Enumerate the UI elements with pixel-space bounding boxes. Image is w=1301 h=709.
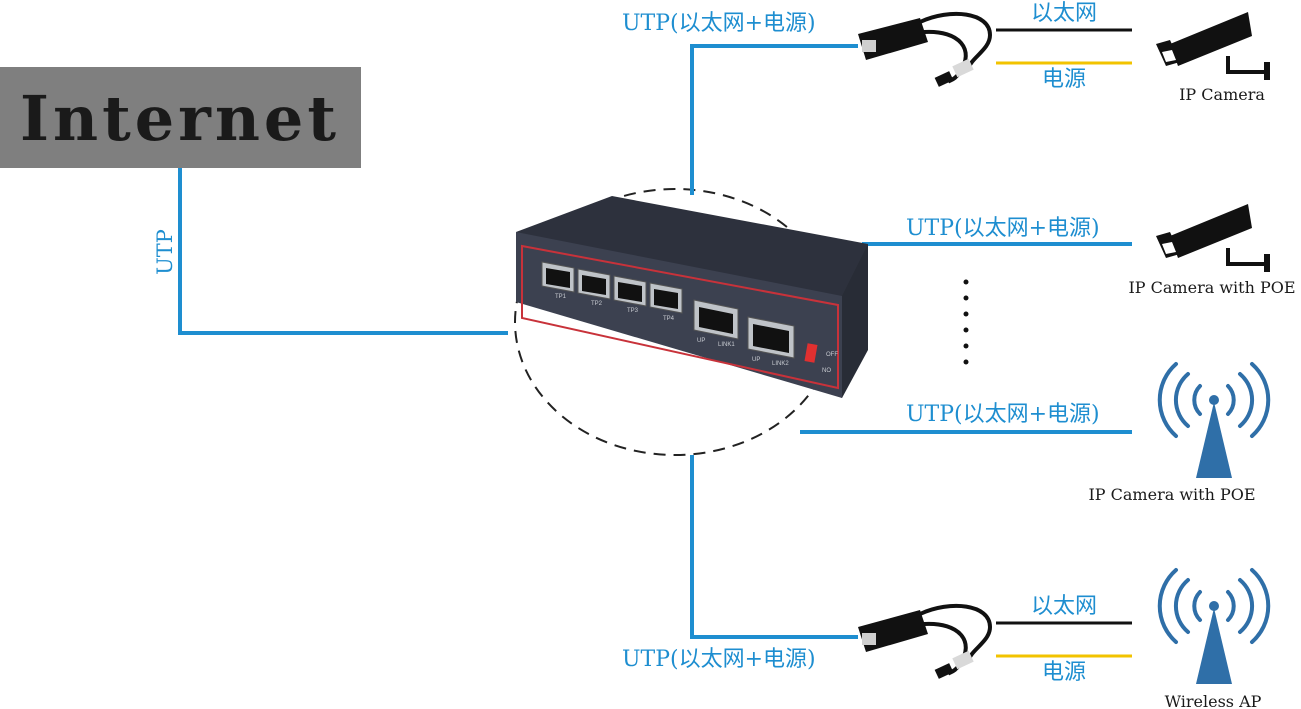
bottom-power-label: 电源 <box>1042 660 1086 685</box>
top-cable-label: UTP(以太网+电源) <box>622 11 816 36</box>
port-label-tp2: TP2 <box>591 301 603 307</box>
ap-poe-label: IP Camera with POE <box>1088 485 1255 504</box>
poe-splitter-icon <box>858 603 993 679</box>
port-label-link1: LINK1 <box>718 342 735 348</box>
top-power-label: 电源 <box>1042 67 1086 92</box>
more-ports-dots <box>963 279 969 365</box>
wireless-ap-icon <box>1157 362 1271 478</box>
top-ethernet-label: 以太网 <box>1031 1 1097 26</box>
uplink-cable <box>178 168 508 335</box>
bottom-ethernet-label: 以太网 <box>1031 594 1097 619</box>
camera-poe-cable-label: UTP(以太网+电源) <box>906 216 1100 241</box>
wireless-ap-icon <box>1157 568 1271 684</box>
camera-icon <box>1156 204 1270 272</box>
uplink-label: UTP <box>153 229 177 275</box>
switch-off-label: OFF <box>826 352 838 358</box>
ip-camera-label: IP Camera <box>1179 85 1265 104</box>
switch-on-label: NO <box>822 368 831 374</box>
port-label-tp3: TP3 <box>627 308 639 314</box>
ip-camera-poe-label: IP Camera with POE <box>1128 278 1295 297</box>
ap-poe-cable-label: UTP(以太网+电源) <box>906 402 1100 427</box>
camera-icon <box>1156 12 1270 80</box>
port-label-tp1: TP1 <box>555 294 567 300</box>
poe-switch-icon: TP1 TP2 TP3 TP4 UP LINK1 UP LINK2 OFF NO <box>516 196 868 398</box>
internet-label: Internet <box>20 82 340 155</box>
bottom-cable <box>690 455 858 639</box>
wireless-ap-label: Wireless AP <box>1165 692 1262 709</box>
port-label-tp4: TP4 <box>663 316 675 322</box>
port-label-up1: UP <box>697 338 705 344</box>
internet-box <box>0 67 361 168</box>
port-label-link2: LINK2 <box>772 361 789 367</box>
poe-splitter-icon <box>858 11 993 87</box>
port-label-up2: UP <box>752 357 760 363</box>
top-cable <box>690 44 858 195</box>
bottom-cable-label: UTP(以太网+电源) <box>622 647 816 672</box>
